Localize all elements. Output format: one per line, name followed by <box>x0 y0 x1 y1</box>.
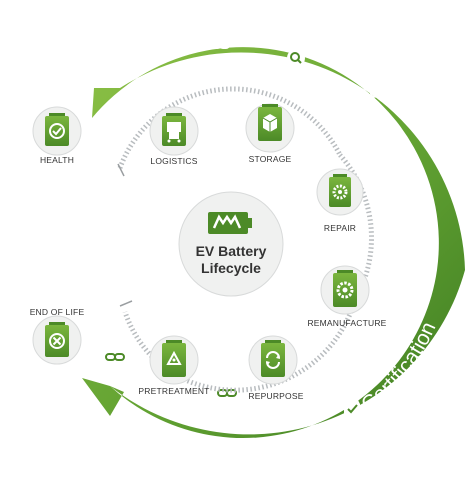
chain-end-mark <box>117 163 125 177</box>
chain-link-icon <box>210 41 230 49</box>
stage-logistics: LOGISTICS <box>149 106 199 166</box>
x-circle-icon <box>49 333 65 349</box>
stage-label-repurpose: REPURPOSE <box>248 391 303 401</box>
chain-end-mark <box>119 300 133 307</box>
truck-icon <box>167 122 181 143</box>
stage-repair: REPAIR <box>316 168 364 233</box>
stage-repurpose: REPURPOSE <box>248 335 304 401</box>
battery-icon <box>208 212 252 234</box>
magnifier-icon <box>287 49 305 67</box>
stage-storage: STORAGE <box>245 103 295 164</box>
tracking-label: Tracking <box>309 40 391 101</box>
stage-label-repair: REPAIR <box>324 223 356 233</box>
chain-link-icon <box>260 447 280 459</box>
recycle-icon <box>166 350 182 365</box>
stage-end-of-life: END OF LIFE <box>30 307 85 365</box>
stage-pretreatment: PRETREATMENT <box>138 335 209 396</box>
stage-label-remanufacture: REMANUFACTURE <box>307 318 386 328</box>
inner-chain-ring <box>117 86 374 393</box>
stage-label-end-of-life: END OF LIFE <box>30 307 85 317</box>
stage-remanufacture: REMANUFACTURE <box>307 265 386 328</box>
stage-label-health: HEALTH <box>40 155 74 165</box>
chain-link-icon <box>417 190 425 210</box>
stage-label-logistics: LOGISTICS <box>150 156 197 166</box>
refresh-icon <box>266 351 280 369</box>
certification-label: Certification <box>357 319 440 417</box>
check-badge-icon <box>49 123 65 139</box>
certificate-icon <box>344 400 360 416</box>
stage-label-pretreatment: PRETREATMENT <box>138 386 209 396</box>
box-icon <box>262 114 278 132</box>
center-node: EV Battery Lifecycle <box>178 191 284 297</box>
chain-link-icon <box>105 353 125 361</box>
gear-wrench-icon <box>332 184 348 200</box>
center-title-line2: Lifecycle <box>201 260 261 276</box>
stage-label-storage: STORAGE <box>249 154 292 164</box>
center-title-line1: EV Battery <box>196 243 267 259</box>
gear-icon <box>336 281 354 299</box>
stage-health: HEALTH <box>32 106 82 165</box>
